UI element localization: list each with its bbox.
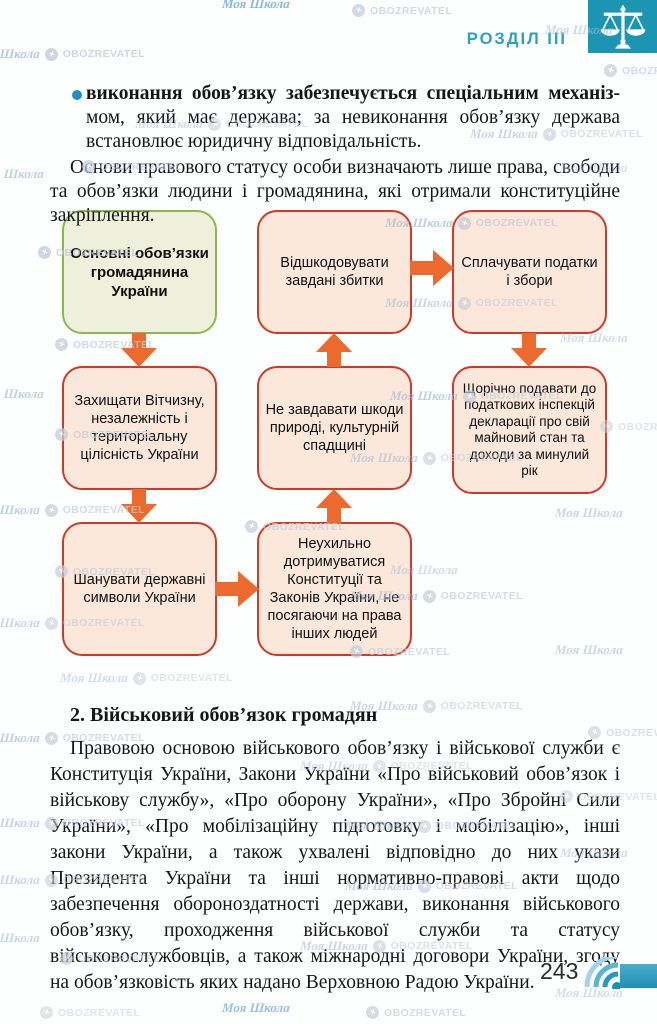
chapter-badge <box>588 0 657 53</box>
flow-node-tax-declaration: Щорічно подавати до податкових інспекцій… <box>452 366 607 494</box>
watermark-school-text: Моя Школа <box>0 872 41 887</box>
watermark-school-text: Моя Школа <box>0 166 45 181</box>
obozrevatel-logo-icon: + <box>38 1004 55 1021</box>
watermark-school: Моя Школа <box>221 1000 291 1016</box>
flow-node-pay-taxes: Сплачувати податки і збори <box>452 210 607 334</box>
obozrevatel-logo-icon: + <box>364 1004 381 1021</box>
watermark-school-text: Моя Школа <box>221 1000 291 1015</box>
flow-node-defend-homeland: Захищати Вітчизну, незалежність і терито… <box>62 366 217 490</box>
flow-node-label: Відшкодовувати завдані збитки <box>280 255 389 289</box>
bullet-paragraph-rest: мом, який має держава; за невиконання об… <box>86 106 620 152</box>
arrow-up-icon <box>316 489 352 523</box>
arrow-right-icon <box>410 250 454 286</box>
obozrevatel-logo-icon: + <box>350 2 367 19</box>
watermark-obozrevatel-text: OBOZREVATEL <box>150 672 233 684</box>
flow-node-label: Сплачувати податки і збори <box>461 255 598 289</box>
watermark-obozrevatel: +OBOZREVATEL <box>350 2 453 19</box>
watermark-obozrevatel-text: OBOZREVATEL <box>58 1006 141 1019</box>
chapter-heading: РОЗДІЛ III <box>466 30 567 48</box>
arrow-down-icon <box>121 333 157 367</box>
intro-paragraph: Основи правового статусу особи визначают… <box>50 156 620 226</box>
flow-node-label: Захищати Вітчизну, незалежність і терито… <box>74 393 205 463</box>
watermark-school-text: Моя Школа <box>0 46 41 61</box>
watermark-school-text: Моя Школа <box>0 730 41 745</box>
flow-node-label: Неухильно дотримуватися Конституції та З… <box>267 536 402 642</box>
watermark-school: Моя Школа <box>221 0 291 12</box>
flow-node-label: Основні обов’язки громадянина України <box>70 244 209 300</box>
watermark-obozrevatel: +OBOZREVATEL <box>602 62 657 79</box>
flow-node-label: Не завдавати шкоди природі, культурній с… <box>265 402 404 454</box>
watermark-school-text: Моя Школа <box>0 815 41 830</box>
footer-bar <box>620 964 657 988</box>
bullet-icon <box>72 89 82 100</box>
watermark-obozrevatel-text: OBOZREVATEL <box>370 4 453 17</box>
bullet-paragraph-bold: виконання обов’язку забезпечується спеці… <box>86 82 620 104</box>
watermark-obozrevatel-text: OBOZREVATEL <box>622 64 657 77</box>
signal-arcs-icon <box>582 953 622 994</box>
watermark-obozrevatel-text: OBOZREVATEL <box>440 700 523 712</box>
duties-flowchart: Основні обов’язки громадянина України Ві… <box>0 210 657 656</box>
arrow-up-icon <box>316 333 352 367</box>
flow-node-obey-constitution: Неухильно дотримуватися Конституції та З… <box>257 522 412 656</box>
watermark-obozrevatel: +OBOZREVATEL <box>38 1004 141 1021</box>
flow-node-main-duties: Основні обов’язки громадянина України <box>62 210 217 334</box>
obozrevatel-logo-icon: + <box>42 45 60 63</box>
watermark-school-text: Моя Школа <box>59 670 129 685</box>
obozrevatel-logo-icon: + <box>420 697 438 715</box>
flow-node-label: Щорічно подавати до податкових інспекцій… <box>462 380 597 479</box>
arrow-down-icon <box>511 333 547 367</box>
flow-node-label: Шанувати державні символи України <box>73 572 206 606</box>
arrow-right-icon <box>215 571 259 607</box>
flow-node-respect-symbols: Шанувати державні символи України <box>62 522 217 656</box>
watermark-school-text: Моя Школа <box>0 930 41 945</box>
obozrevatel-logo-icon: + <box>602 62 619 79</box>
arrow-down-icon <box>121 489 157 523</box>
obozrevatel-logo-icon: + <box>130 669 148 687</box>
watermark-pair: Моя Школа+OBOZREVATEL <box>0 45 145 63</box>
section-heading: 2. Військовий обов’язок громадян <box>70 704 378 726</box>
watermark-pair: Моя Школа+OBOZREVATEL <box>59 669 233 687</box>
watermark-obozrevatel: +OBOZREVATEL <box>364 1004 467 1021</box>
scales-of-justice-icon <box>600 4 645 49</box>
military-paragraph: Правовою основою військового обов’язку і… <box>50 737 620 993</box>
flow-node-compensate-damages: Відшкодовувати завдані збитки <box>257 210 412 334</box>
watermark-school-text: Моя Школа <box>221 0 291 11</box>
flow-node-no-harm-nature: Не завдавати шкоди природі, культурній с… <box>257 366 412 490</box>
bullet-paragraph: виконання обов’язку забезпечується спеці… <box>50 82 620 154</box>
watermark-school: Моя Школа <box>0 930 40 946</box>
watermark-obozrevatel-text: OBOZREVATEL <box>384 1006 467 1019</box>
watermark-obozrevatel-text: OBOZREVATEL <box>62 48 145 60</box>
watermark-school: Моя Школа <box>0 166 44 182</box>
page-number: 243 <box>540 958 579 984</box>
